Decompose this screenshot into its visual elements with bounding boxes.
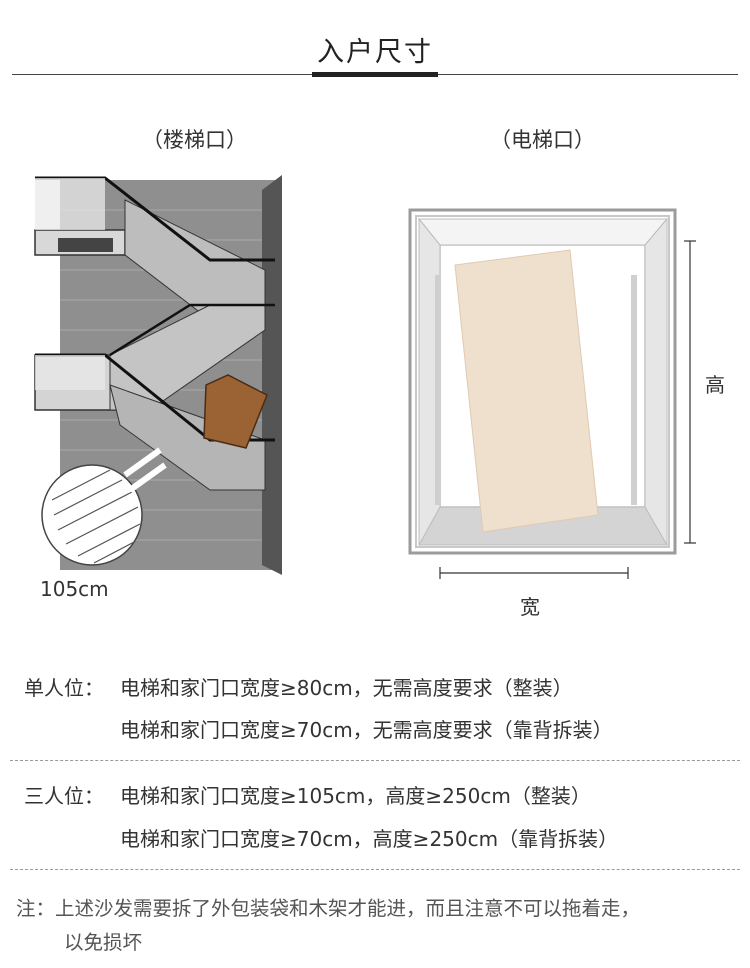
three-seat-label: 三人位： bbox=[24, 784, 104, 808]
section-divider bbox=[10, 869, 740, 870]
single-seat-requirement-1: 电梯和家门口宽度≥80cm，无需高度要求（整装） bbox=[120, 676, 573, 700]
section-divider bbox=[10, 760, 740, 761]
elevator-height-label: 高 bbox=[705, 373, 725, 397]
page-title: 入户尺寸 bbox=[317, 37, 433, 68]
three-seat-requirement-1: 电梯和家门口宽度≥105cm，高度≥250cm（整装） bbox=[120, 784, 591, 808]
elevator-label: （电梯口） bbox=[490, 128, 595, 152]
stair-label: （楼梯口） bbox=[142, 128, 247, 152]
single-seat-label: 单人位： bbox=[24, 676, 104, 700]
note-line-2: 以免损坏 bbox=[64, 931, 143, 954]
three-seat-requirement-2: 电梯和家门口宽度≥70cm，高度≥250cm（靠背拆装） bbox=[120, 827, 619, 851]
single-seat-requirement-2: 电梯和家门口宽度≥70cm，无需高度要求（靠背拆装） bbox=[120, 718, 613, 742]
elevator-illustration bbox=[408, 208, 696, 579]
title-underline-bar bbox=[312, 72, 438, 77]
note-line-1: 注：上述沙发需要拆了外包装袋和木架才能进，而且注意不可以拖着走， bbox=[16, 897, 641, 920]
elevator-width-label: 宽 bbox=[520, 595, 540, 619]
staircase-illustration bbox=[34, 175, 282, 575]
stair-width-note: 105cm bbox=[40, 577, 109, 601]
